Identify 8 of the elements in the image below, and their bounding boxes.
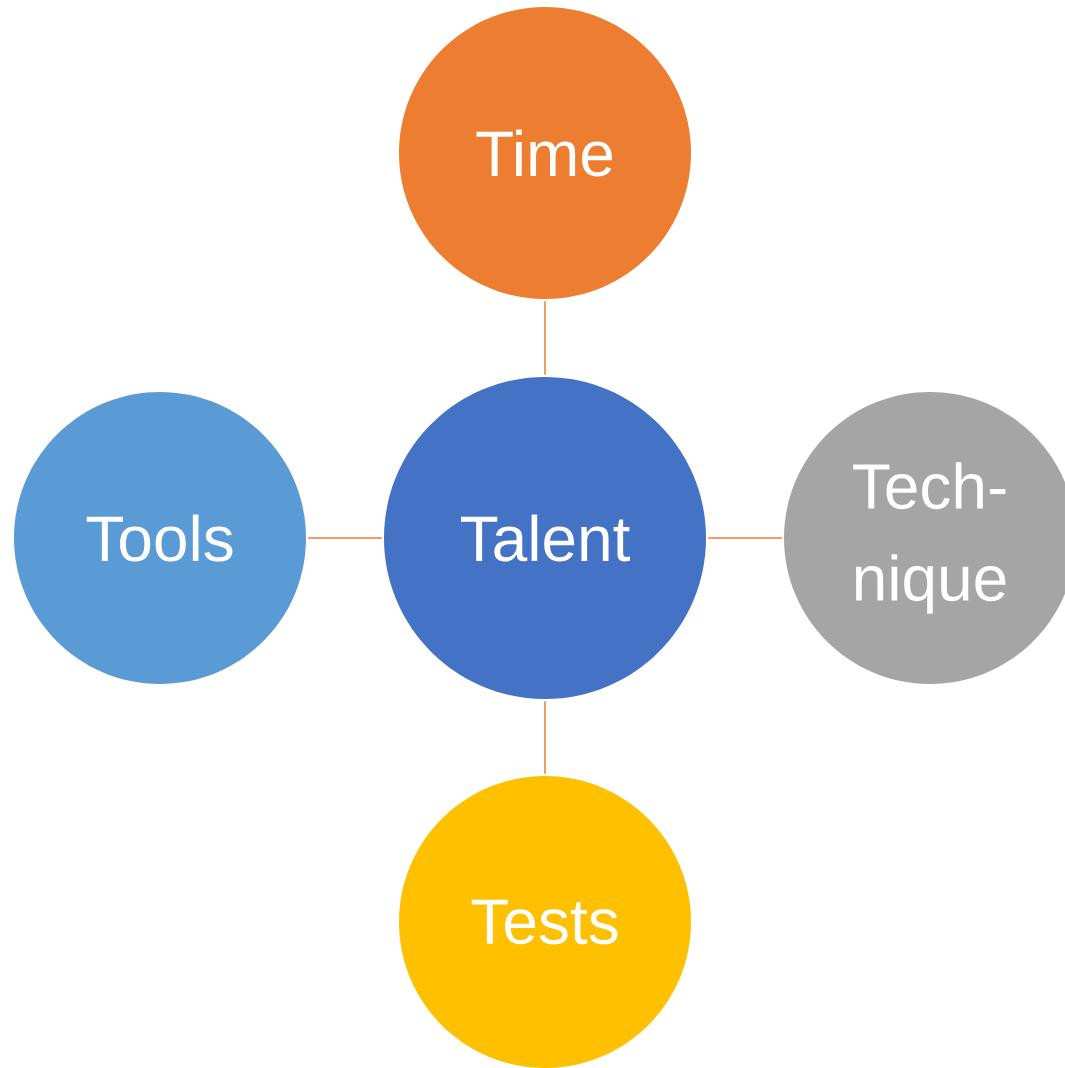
- circle-node: Tools: [14, 392, 306, 684]
- circle-node: Talent: [384, 377, 706, 699]
- circle-node: Tests: [399, 776, 691, 1068]
- connector-line: [707, 537, 783, 539]
- connector-line: [307, 537, 383, 539]
- connector-line: [544, 300, 546, 376]
- connector-line: [544, 700, 546, 775]
- circle-node: Time: [399, 7, 691, 299]
